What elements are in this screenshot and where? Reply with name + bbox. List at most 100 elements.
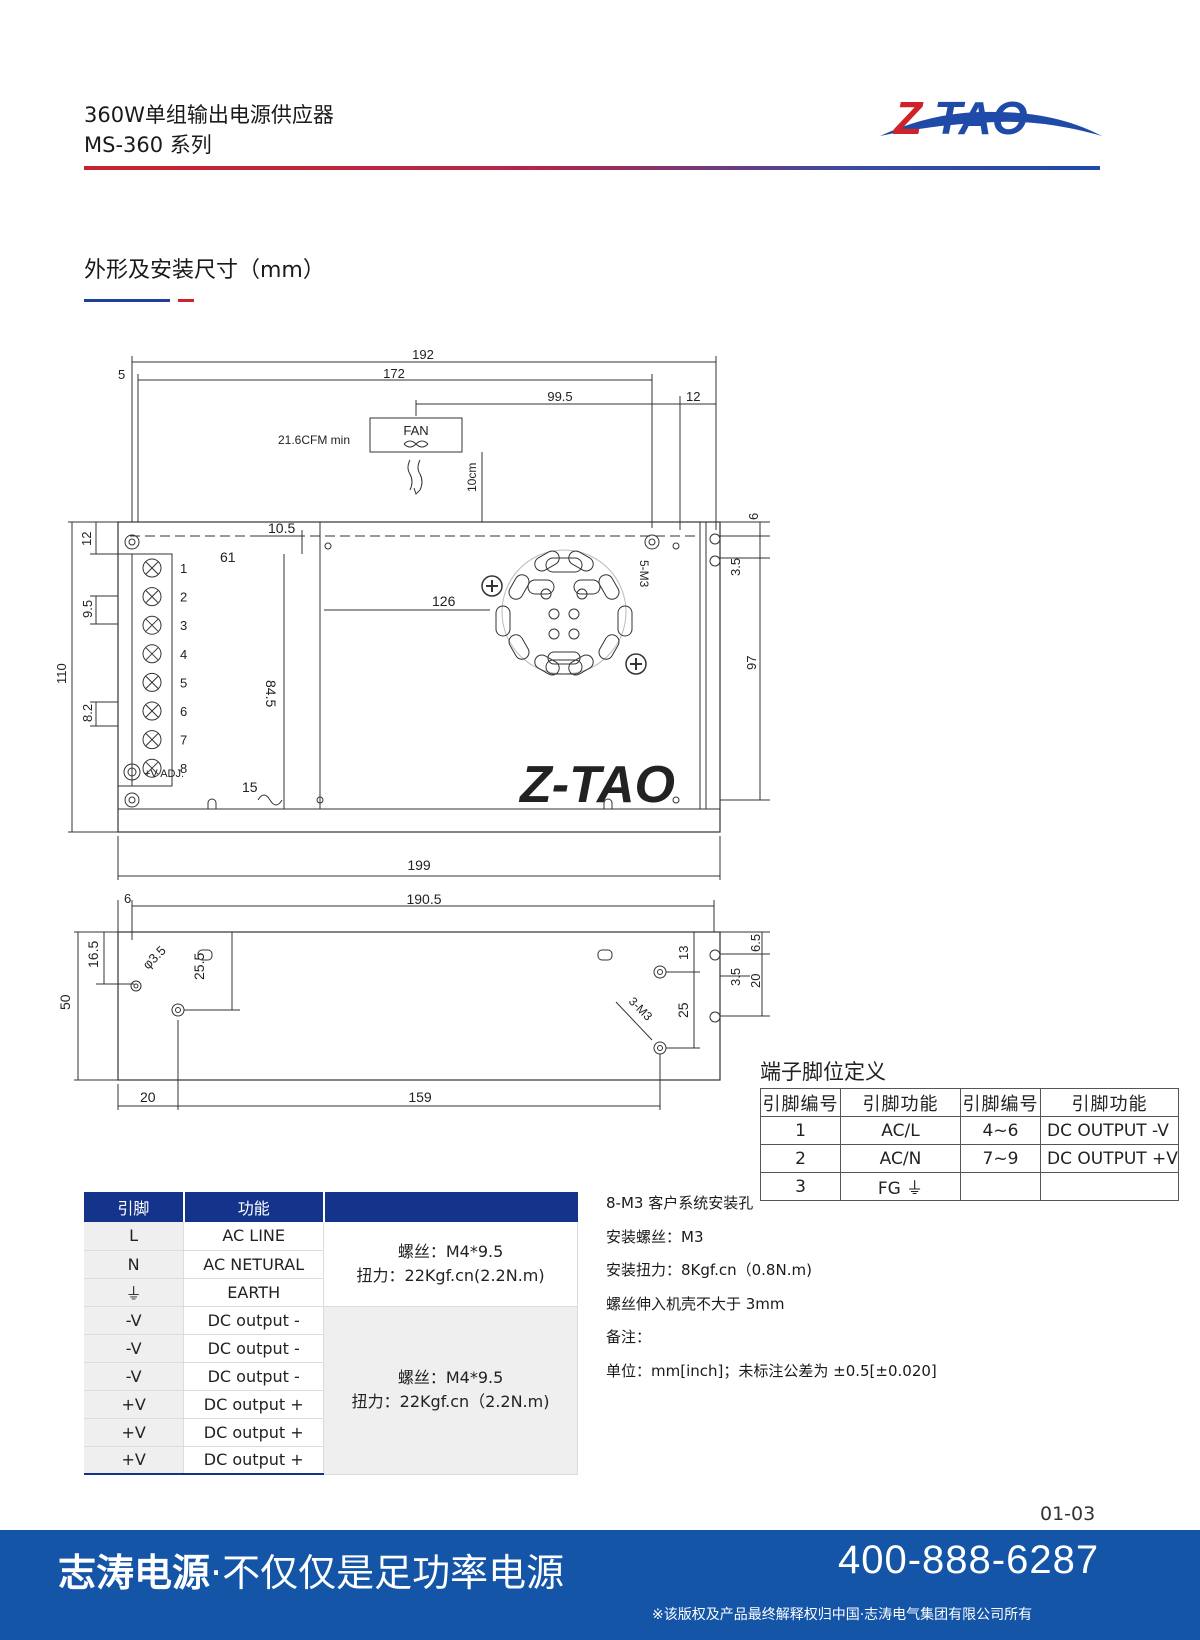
dim-6-5: 6.5 — [748, 934, 763, 952]
terminal-cross — [145, 618, 159, 632]
spec-pin: -V — [84, 1334, 185, 1363]
pin-def-cell: FG ⏚ — [840, 1172, 961, 1201]
pin-def-cell: DC OUTPUT +V — [1040, 1144, 1179, 1173]
dim-phi-3-5: φ3.5 — [140, 943, 169, 972]
note-line: 螺丝伸入机壳不大于 3mm — [606, 1294, 785, 1313]
document-title: 360W单组输出电源供应器 MS-360 系列 — [84, 100, 334, 160]
pin-def-cell — [960, 1172, 1041, 1201]
slogan-brand: 志涛电源 — [58, 1551, 211, 1595]
spec-header-pin: 引脚 — [84, 1192, 185, 1222]
table-row: 2 AC/N 7~9 DC OUTPUT +V — [760, 1144, 1179, 1173]
spec-function: AC NETURAL — [183, 1250, 325, 1279]
pin-definition-title: 端子脚位定义 — [760, 1060, 886, 1084]
footer-phone[interactable]: 400-888-6287 — [838, 1538, 1100, 1582]
pin-def-cell: 2 — [760, 1144, 841, 1173]
watermark-logo: Z-TAO — [518, 756, 675, 814]
terminal-cross — [145, 590, 159, 603]
pin-definition-table: 引脚编号 引脚功能 引脚编号 引脚功能 1 AC/L 4~6 DC OUTPUT… — [760, 1088, 1179, 1201]
pin-def-cell: DC OUTPUT -V — [1040, 1116, 1179, 1145]
title-line-2: MS-360 系列 — [84, 133, 212, 157]
dim-25: 25 — [675, 1002, 691, 1018]
dim-199: 199 — [407, 857, 431, 873]
section-rule-accent — [178, 299, 194, 302]
pin-spec-table: 引脚 功能 L AC LINE 螺丝：M4*9.5 扭力：22Kgf.cn(2.… — [84, 1192, 578, 1475]
dim-25-5: 25.5 — [191, 953, 207, 980]
footer-copyright: ※该版权及产品最终解释权归中国·志涛电气集团有限公司所有 — [652, 1607, 1033, 1623]
terminal-number: 2 — [180, 590, 187, 605]
spec-pin: -V — [84, 1362, 185, 1391]
terminal-screw-icon — [142, 672, 162, 692]
table-row: N AC NETURAL — [84, 1250, 578, 1279]
pin-def-header: 引脚功能 — [840, 1088, 961, 1117]
svg-text:TAO: TAO — [934, 92, 1028, 144]
dim-12-top: 12 — [686, 389, 700, 404]
airflow-label: 21.6CFM min — [278, 433, 350, 447]
table-row: -V DC output - 螺丝：M4*9.5 扭力：22Kgf.cn（2.2… — [84, 1306, 578, 1475]
spec-note-line: 扭力：22Kgf.cn(2.2N.m) — [356, 1265, 545, 1285]
dim-159: 159 — [408, 1089, 432, 1105]
spec-header-function: 功能 — [183, 1192, 325, 1222]
ztao-logo: Z TAO — [880, 92, 1102, 144]
dim-20-right: 20 — [748, 974, 763, 988]
spec-header-blank — [323, 1192, 578, 1222]
svg-text:Z: Z — [892, 92, 924, 144]
table-row: -V DC output - — [84, 1334, 578, 1363]
spec-pin: ⏚ — [84, 1278, 185, 1307]
dim-20-bottom: 20 — [140, 1089, 156, 1105]
terminal-number: 4 — [180, 647, 187, 662]
terminal-screw-icon — [142, 615, 162, 635]
spec-note-dc: 螺丝：M4*9.5 扭力：22Kgf.cn（2.2N.m) — [323, 1306, 578, 1475]
dim-5: 5 — [118, 367, 125, 382]
pin-def-header: 引脚编号 — [960, 1088, 1041, 1117]
footer-bar — [0, 1530, 1200, 1640]
terminal-screw-icon — [142, 558, 162, 578]
dim-97: 97 — [744, 656, 759, 670]
table-row: ⏚ EARTH — [84, 1278, 578, 1307]
spec-function: DC output + — [183, 1446, 325, 1475]
footer-slogan: 志涛电源·不仅仅是足功率电源 — [58, 1542, 564, 1597]
section-rule — [84, 299, 170, 302]
pin-def-cell: AC/N — [840, 1144, 961, 1173]
table-row: +V DC output + — [84, 1418, 578, 1447]
dim-12-left: 12 — [79, 532, 94, 546]
spec-pin: +V — [84, 1418, 185, 1447]
terminal-number: 5 — [180, 675, 187, 690]
page-number: 01-03 — [1040, 1503, 1096, 1525]
table-row: +V DC output + — [84, 1390, 578, 1419]
terminal-screw-icon — [142, 758, 162, 778]
spec-function: EARTH — [183, 1278, 325, 1307]
spec-function: DC output + — [183, 1390, 325, 1419]
dim-8-2: 8.2 — [80, 704, 95, 722]
spec-note-ac: 螺丝：M4*9.5 扭力：22Kgf.cn(2.2N.m) — [323, 1222, 578, 1307]
dim-3-5-side: 3.5 — [728, 968, 743, 986]
spec-pin: +V — [84, 1390, 185, 1419]
terminal-block — [117, 553, 173, 787]
spec-function: DC output + — [183, 1418, 325, 1447]
terminal-cross — [145, 561, 159, 575]
header-rule — [84, 166, 1100, 170]
dim-50: 50 — [57, 994, 73, 1010]
spec-note-line: 螺丝：M4*9.5 — [397, 1241, 504, 1261]
dim-172: 172 — [383, 366, 405, 381]
note-line: 单位：mm[inch]；未标注公差为 ±0.5[±0.020] — [606, 1361, 937, 1380]
dim-190-5: 190.5 — [406, 891, 441, 907]
pin-def-cell — [1040, 1172, 1179, 1201]
dim-6-right: 6 — [746, 513, 761, 520]
installation-notes: 8-M3 客户系统安装孔 安装螺丝：M3 安装扭力：8Kgf.cn（0.8N.m… — [606, 1192, 937, 1393]
table-row: 1 AC/L 4~6 DC OUTPUT -V — [760, 1116, 1179, 1145]
dim-5-m3: 5-M3 — [637, 560, 651, 588]
spec-function: AC LINE — [183, 1222, 325, 1251]
dim-15: 15 — [242, 779, 258, 795]
pin-def-cell: AC/L — [840, 1116, 961, 1145]
table-row: L AC LINE 螺丝：M4*9.5 扭力：22Kgf.cn(2.2N.m) — [84, 1222, 578, 1307]
pin-def-cell: 7~9 — [960, 1144, 1041, 1173]
dim-10-5: 10.5 — [268, 520, 295, 536]
terminal-screw-icon — [142, 701, 162, 721]
spec-function: DC output - — [183, 1306, 325, 1335]
slogan-tagline: ·不仅仅是足功率电源 — [210, 1551, 565, 1595]
spec-note-line: 扭力：22Kgf.cn（2.2N.m) — [351, 1392, 550, 1411]
dim-3-5-right: 3.5 — [728, 558, 743, 576]
spec-pin: N — [84, 1250, 185, 1279]
top-view: 192 5 172 99.5 12 FAN 21.6CFM min 10cm 1… — [54, 347, 770, 880]
